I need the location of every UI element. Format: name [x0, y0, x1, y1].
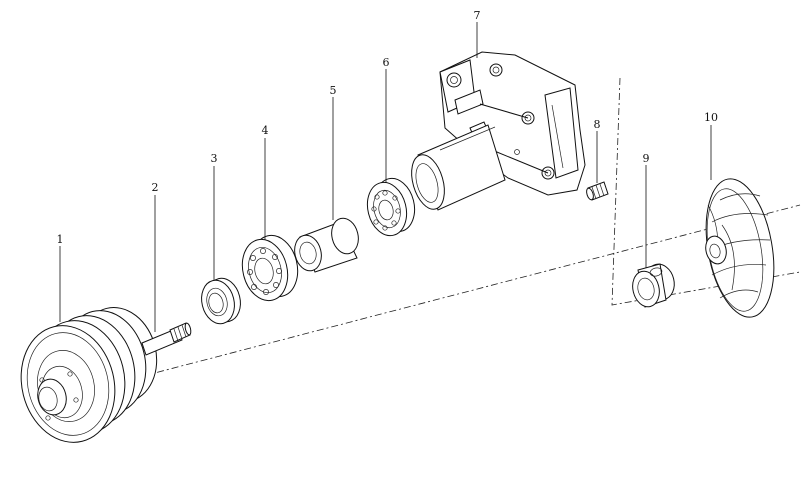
pump-housing	[411, 51, 586, 211]
outer-bearing	[241, 234, 299, 302]
callout-7: 7	[474, 9, 481, 58]
callout-label: 1	[57, 233, 64, 246]
callout-label: 10	[704, 111, 718, 124]
callout-label: 4	[262, 124, 269, 137]
callout-label: 6	[383, 56, 390, 69]
callout-label: 8	[594, 118, 601, 131]
shaft	[141, 322, 192, 356]
callout-3: 3	[211, 152, 218, 280]
callout-2: 2	[152, 181, 159, 332]
callout-5: 5	[330, 84, 337, 220]
callout-4: 4	[262, 124, 269, 240]
inner-bearing	[366, 177, 416, 237]
callout-label: 5	[330, 84, 337, 97]
pulley	[20, 307, 158, 443]
assembly-axis	[69, 204, 801, 396]
callout-label: 9	[643, 152, 650, 165]
seal-impeller-group-outline	[611, 77, 801, 306]
callout-label: 3	[211, 152, 218, 165]
water-seal	[632, 263, 675, 308]
callout-8: 8	[594, 118, 601, 183]
seal-ring	[201, 277, 241, 325]
callout-1: 1	[57, 233, 64, 322]
callout-label: 2	[152, 181, 159, 194]
callout-10: 10	[704, 111, 718, 180]
callout-6: 6	[383, 56, 390, 183]
spacer-sleeve	[294, 217, 359, 273]
drain-plug	[586, 181, 609, 201]
callout-9: 9	[643, 152, 650, 268]
impeller	[705, 178, 775, 318]
callout-label: 7	[474, 9, 481, 22]
